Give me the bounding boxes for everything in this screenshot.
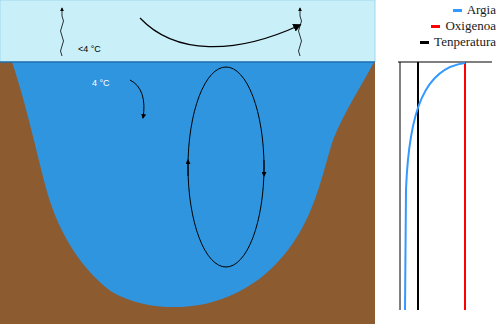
loop-arrowhead <box>264 160 265 176</box>
legend-swatch <box>420 41 429 44</box>
sinking-arrow <box>130 80 144 118</box>
legend-row: Tenperatura <box>420 34 496 50</box>
legend-row: Argia <box>453 2 496 18</box>
heat-arrow <box>61 8 64 56</box>
heat-arrow <box>299 8 302 56</box>
legend-swatch <box>431 25 440 28</box>
temperature-label: 4 °C <box>92 72 110 90</box>
graph-axis <box>400 62 401 310</box>
legend-swatch <box>453 9 462 12</box>
temperature-text: 4 °C <box>92 78 110 88</box>
convection-loop <box>188 67 264 267</box>
oxygen-line <box>464 62 466 310</box>
legend-row: Oxigenoa <box>431 18 496 34</box>
water-body <box>12 62 374 307</box>
temperature-text: <4 °C <box>78 44 101 54</box>
temperature-line <box>417 62 419 310</box>
legend-text: Oxigenoa <box>445 18 496 34</box>
legend-text: Tenperatura <box>434 34 496 50</box>
surface-flow-arrow <box>140 18 300 47</box>
loop-arrowhead <box>188 160 189 176</box>
temperature-label: <4 °C <box>78 38 101 56</box>
ground <box>0 62 375 324</box>
graph-surface-line <box>398 61 492 62</box>
light-curve <box>405 63 465 310</box>
legend-text: Argia <box>467 2 496 18</box>
ice-water-boundary <box>0 61 375 63</box>
ice-layer <box>0 0 375 62</box>
